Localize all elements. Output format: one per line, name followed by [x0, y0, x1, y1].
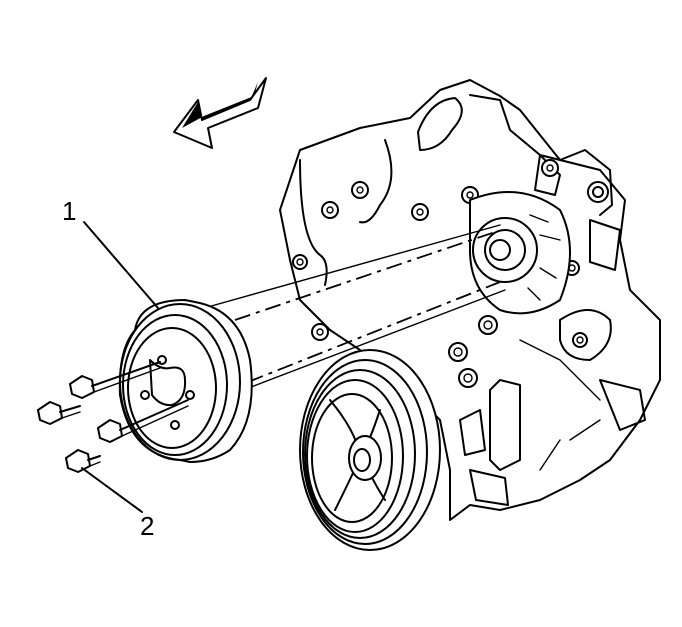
crankshaft-hub	[469, 191, 571, 315]
crankshaft-pulley	[299, 349, 441, 551]
damper-bolts	[37, 361, 189, 473]
direction-arrow-icon	[173, 77, 267, 149]
callout-label-1: 1	[62, 196, 77, 226]
callout-1-leader	[83, 221, 159, 309]
bolt-icon	[65, 449, 101, 473]
bolt-icon	[69, 361, 161, 399]
bolt-icon	[37, 401, 81, 425]
callout-2-leader	[81, 467, 143, 513]
alignment-lines	[189, 224, 506, 396]
engine-front-cover	[279, 79, 661, 521]
balancer-damper	[118, 299, 253, 463]
callout-label-2: 2	[140, 511, 155, 541]
bolt-icon	[97, 399, 189, 443]
